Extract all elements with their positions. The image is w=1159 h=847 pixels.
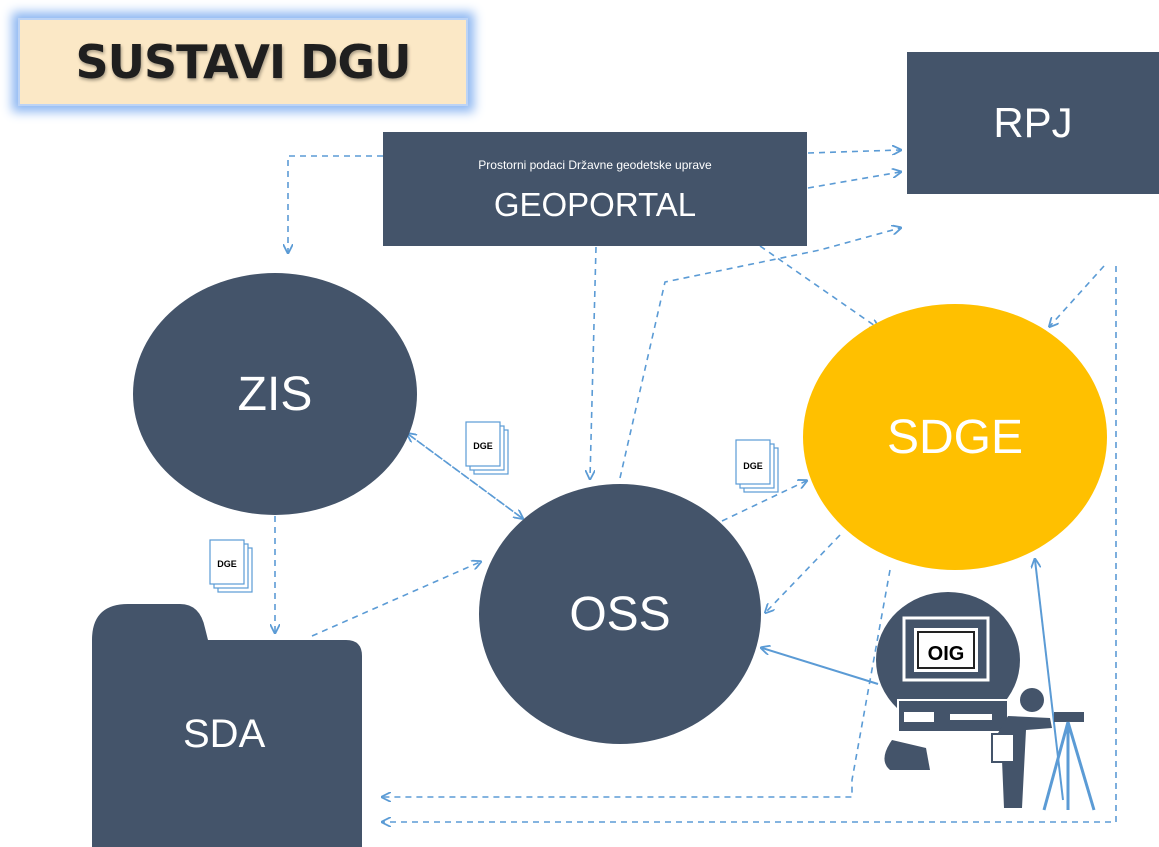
geoportal-label: GEOPORTAL [493,186,697,223]
arrow-oss-zis [408,434,523,519]
document-badge-label: DGE [743,461,763,471]
arrow-rpj-sdge [1050,265,1105,326]
zis-node: ZIS [133,273,417,515]
surveyor-icon [991,688,1096,811]
arrow-geoportal-zis [288,155,383,252]
geoportal-box: Prostorni podaci Državne geodetske uprav… [383,132,807,246]
document-badge-label: DGE [473,441,493,451]
sdge-node: SDGE [803,304,1107,570]
arrow-geoportal-sdge [759,245,878,328]
document-icon-zis-oss: DGE [465,421,509,475]
oig-computer-icon: OIG [876,592,1020,770]
arrow-geoportal-rpj-top [807,150,900,153]
oss-node: OSS [479,484,761,744]
geoportal-subtitle: Prostorni podaci Državne geodetske uprav… [478,158,712,172]
arrow-sdge-oss [766,534,841,612]
sdge-label: SDGE [886,410,1024,464]
document-badge-label: DGE [217,559,237,569]
zis-label: ZIS [237,367,313,421]
arrow-oss-sdge [721,481,806,522]
arrow-oss-rpj [619,228,900,479]
arrow-sdge-sda [383,569,891,797]
arrow-sda-oss [311,562,480,637]
arrow-geoportal-rpj-mid [807,172,900,189]
rpj-label: RPJ [993,99,1073,146]
title-box: SUSTAVI DGU [18,18,468,106]
oig-label: OIG [928,643,965,665]
arrow-oig-oss [762,648,879,685]
sda-label: SDA [183,712,266,756]
arrow-surveyor-sdge [1035,560,1064,801]
document-icon-zis-sda: DGE [209,539,253,593]
arrow-geoportal-oss [590,246,597,478]
document-icon-oss-sdge: DGE [735,439,779,493]
arrow-right-sda [383,266,1117,822]
rpj-box: RPJ [907,52,1159,194]
oss-label: OSS [569,587,671,641]
page-title: SUSTAVI DGU [75,35,412,89]
sda-folder [92,604,362,847]
